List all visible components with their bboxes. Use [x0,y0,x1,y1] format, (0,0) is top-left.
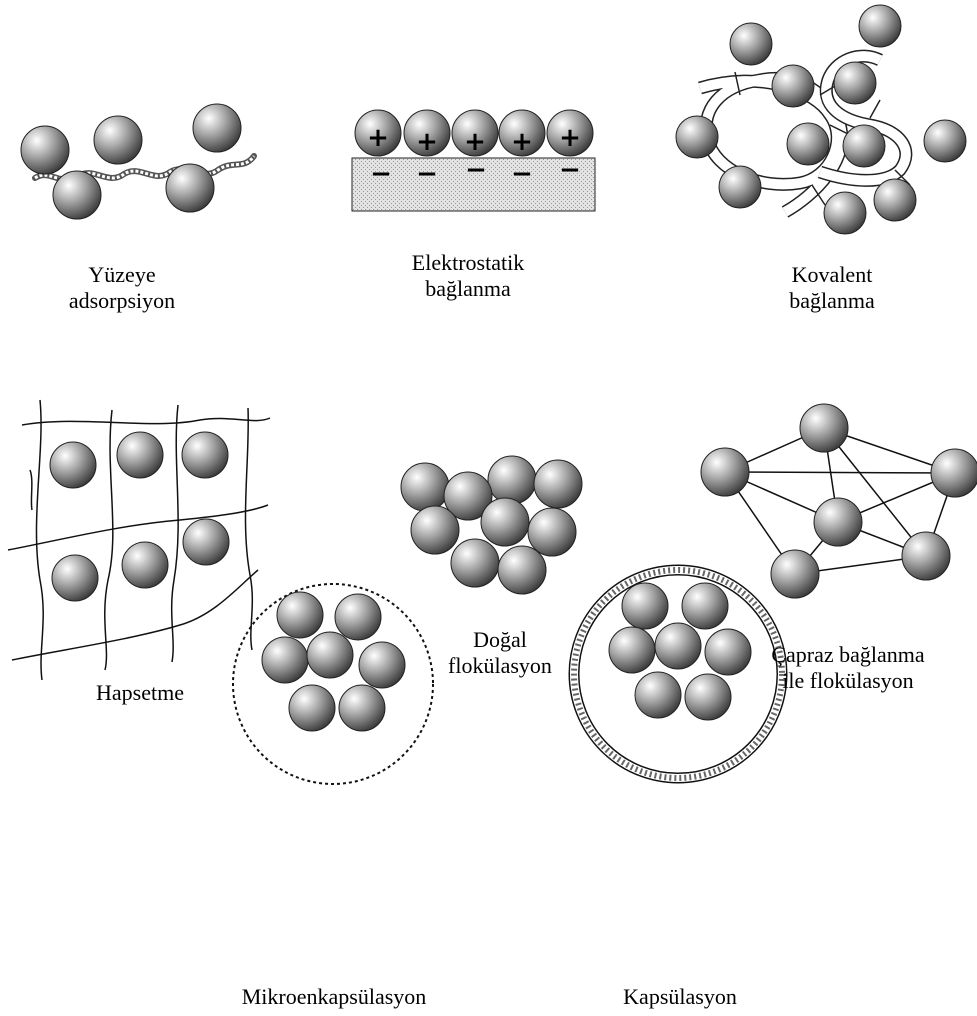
caption-line-1: Kovalent [789,262,875,288]
cell-sphere [622,583,668,629]
caption-electrostatic-binding: Elektrostatik bağlanma [412,250,524,302]
cell-sphere [772,65,814,107]
positive-charge-sign: + [416,127,438,157]
cell-sphere [676,116,718,158]
cell-sphere [193,104,241,152]
panel-entrapment [8,400,270,680]
caption-line-2: adsorpsiyon [69,288,175,314]
negative-charge-sign: − [559,155,581,185]
cell-sphere [685,674,731,720]
negative-charge-sign: − [370,159,392,189]
panel-encapsulation [574,570,782,778]
microcapsule-membrane [233,584,433,784]
panel-electrostatic-binding: +++++ −−−−− [352,110,595,211]
caption-surface-adsorption: Yüzeye adsorpsiyon [69,262,175,314]
cell-sphere [843,125,885,167]
cell-sphere [262,637,308,683]
cell-sphere [528,508,576,556]
positive-charge-sign: + [464,127,486,157]
cell-sphere [21,126,69,174]
positive-charge-sign: + [559,123,581,153]
cell-sphere [52,555,98,601]
caption-line-1: Hapsetme [96,680,184,706]
cell-sphere [771,550,819,598]
cell-sphere [834,62,876,104]
cell-sphere [682,583,728,629]
cell-sphere [166,164,214,212]
cell-sphere [701,448,749,496]
caption-line-1: Yüzeye [69,262,175,288]
cell-sphere [488,456,536,504]
positive-charge-sign: + [367,123,389,153]
cell-sphere [277,592,323,638]
panel-natural-flocculation [401,456,582,594]
cell-sphere [411,506,459,554]
caption-crosslink-flocculation: Çapraz bağlanma ile flokülasyon [771,642,924,694]
cell-sphere [50,442,96,488]
cell-sphere [874,179,916,221]
cell-sphere [53,171,101,219]
positive-charge-sign: + [511,127,533,157]
cell-sphere [609,627,655,673]
cell-sphere [814,498,862,546]
caption-covalent-binding: Kovalent bağlanma [789,262,875,314]
cell-sphere [481,498,529,546]
cell-sphere [924,120,966,162]
caption-encapsulation: Kapsülasyon [623,984,737,1010]
negative-charge-sign: − [416,159,438,189]
cell-sphere [339,685,385,731]
panel-crosslink-flocculation [701,404,977,598]
caption-line-2: flokülasyon [448,653,552,679]
cell-sphere [122,542,168,588]
cell-sphere [730,23,772,65]
cell-sphere [117,432,163,478]
panel-surface-adsorption [21,104,254,219]
cell-sphere [719,166,761,208]
cell-sphere [359,642,405,688]
cell-sphere [635,672,681,718]
negative-charge-sign: − [465,155,487,185]
caption-entrapment: Hapsetme [96,680,184,706]
cell-sphere [859,5,901,47]
cell-sphere [787,123,829,165]
cell-sphere [183,519,229,565]
cell-sphere [289,685,335,731]
panel-microencapsulation [233,584,433,784]
cell-sphere [335,594,381,640]
caption-line-1: Mikroenkapsülasyon [242,984,427,1010]
cell-sphere [498,546,546,594]
caption-line-1: Elektrostatik [412,250,524,276]
caption-microencapsulation: Mikroenkapsülasyon [242,984,427,1010]
cell-sphere [800,404,848,452]
cell-sphere [307,632,353,678]
cell-sphere [705,629,751,675]
cell-sphere [94,116,142,164]
cell-sphere [401,463,449,511]
cell-sphere [655,623,701,669]
caption-line-1: Çapraz bağlanma [771,642,924,668]
caption-natural-flocculation: Doğal flokülasyon [448,627,552,679]
caption-line-2: ile flokülasyon [771,668,924,694]
cell-sphere [451,539,499,587]
cell-sphere [824,192,866,234]
caption-line-1: Kapsülasyon [623,984,737,1010]
negative-charge-sign: − [511,159,533,189]
cell-sphere [902,532,950,580]
caption-line-1: Doğal [448,627,552,653]
cell-sphere [182,432,228,478]
cell-sphere [534,460,582,508]
cell-sphere [931,449,977,497]
caption-line-2: bağlanma [789,288,875,314]
panel-covalent-binding [676,5,966,234]
caption-line-2: bağlanma [412,276,524,302]
